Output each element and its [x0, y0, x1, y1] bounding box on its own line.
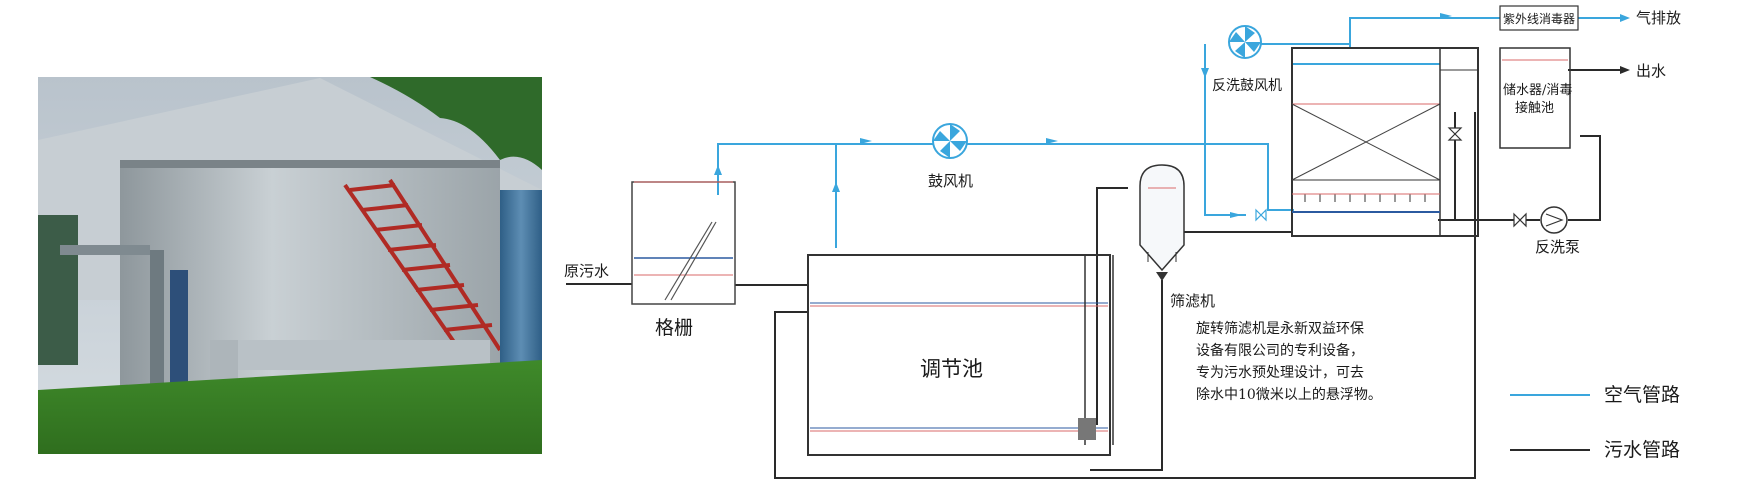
backwash-pump-label: 反洗泵 [1535, 238, 1580, 256]
water-out-label: 出水 [1636, 62, 1666, 80]
description-line-2: 设备有限公司的专利设备， [1196, 342, 1364, 359]
regulating-tank [807, 254, 1114, 456]
blower-symbol [932, 123, 968, 159]
description-line-3: 专为污水预处理设计，可去 [1196, 365, 1364, 381]
sewage-pipes [566, 66, 1630, 479]
description-line-4: 除水中10微米以上的悬浮物。 [1196, 387, 1382, 403]
equipment-photo [38, 77, 542, 454]
screen-filter [1139, 164, 1185, 281]
storage-tank [1499, 47, 1571, 149]
blower-label: 鼓风机 [928, 172, 973, 190]
grille-label: 格栅 [655, 317, 693, 339]
storage-tank-label-1: 储水器/消毒 [1503, 83, 1572, 98]
legend-air-label: 空气管路 [1604, 384, 1680, 406]
valves [1447, 127, 1527, 228]
backwash-blower-symbol [1228, 25, 1262, 59]
raw-sewage-label: 原污水 [564, 262, 609, 280]
backwash-blower-label: 反洗鼓风机 [1212, 78, 1282, 94]
gas-exhaust-label: 气排放 [1636, 9, 1681, 27]
uv-sterilizer-box [1499, 5, 1579, 31]
description-line-1: 旋转筛滤机是永新双益环保 [1196, 321, 1364, 337]
air-flow-arrows [714, 13, 1630, 218]
grille-tank [631, 181, 736, 305]
backwash-pump-symbol [1540, 206, 1568, 234]
screen-filter-label: 筛滤机 [1170, 292, 1215, 310]
storage-tank-label-2: 接触池 [1515, 100, 1554, 116]
uv-sterilizer-label: 紫外线消毒器 [1503, 12, 1575, 26]
legend-sewage-label: 污水管路 [1604, 439, 1680, 461]
regulating-tank-label: 调节池 [920, 357, 983, 381]
reactor [1291, 47, 1479, 237]
air-valve [1255, 208, 1267, 222]
